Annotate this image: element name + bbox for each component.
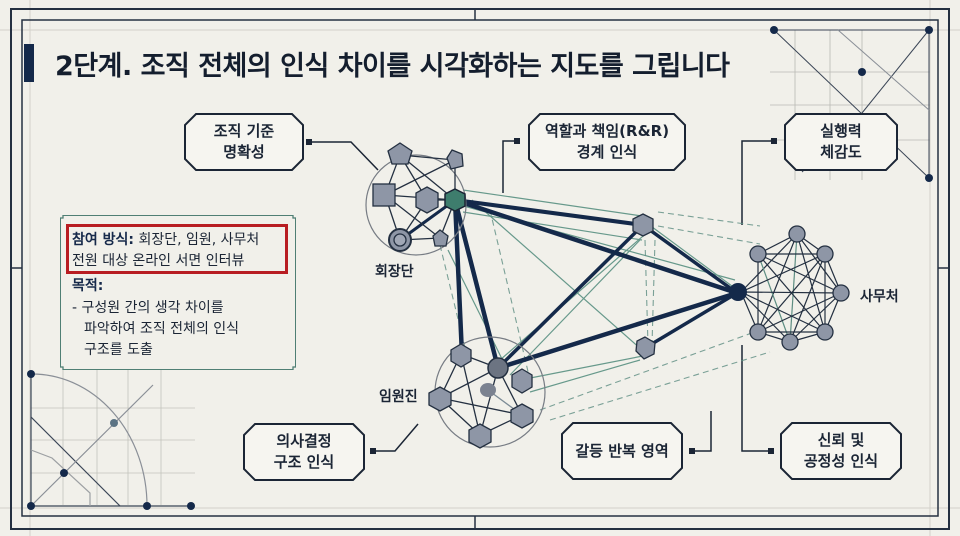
hub-node-secretariat bbox=[729, 283, 747, 301]
purpose-line: 파악하여 조직 전체의 인식 bbox=[84, 321, 240, 337]
purpose-label: 목적: bbox=[72, 278, 104, 294]
title-accent-bar bbox=[24, 44, 34, 82]
callout-text: 조직 기준 명확성 bbox=[213, 122, 275, 161]
method-line-2: 전원 대상 온라인 서면 인터뷰 bbox=[72, 253, 245, 269]
callout-text: 역할과 책임(R&R) 경계 인식 bbox=[544, 122, 670, 161]
callout-text: 의사결정 구조 인식 bbox=[273, 432, 335, 471]
method-line: 참여 방식: 회장단, 임원, 사무처 bbox=[72, 229, 259, 249]
callout-execution: 실행력 체감도 bbox=[784, 113, 898, 171]
callout-text: 실행력 체감도 bbox=[820, 122, 862, 161]
purpose-line: - 구성원 간의 생각 차이를 bbox=[72, 300, 224, 316]
callout-decision-structure: 의사결정 구조 인식 bbox=[243, 423, 365, 481]
callout-conflict: 갈등 반복 영역 bbox=[561, 422, 683, 480]
purpose-line: 구조를 도출 bbox=[84, 342, 153, 358]
method-value: 회장단, 임원, 사무처 bbox=[134, 232, 260, 248]
callout-text: 갈등 반복 영역 bbox=[575, 441, 669, 460]
callout-org-criteria: 조직 기준 명확성 bbox=[184, 113, 304, 171]
hub-node-executives bbox=[487, 357, 509, 379]
label-chairman: 회장단 bbox=[375, 264, 414, 280]
method-label: 참여 방식: bbox=[72, 232, 134, 248]
info-box: 참여 방식: 회장단, 임원, 사무처 전원 대상 온라인 서면 인터뷰 목적:… bbox=[60, 215, 296, 370]
callout-text: 신뢰 및 공정성 인식 bbox=[803, 431, 879, 470]
page-title: 2단계. 조직 전체의 인식 차이를 시각화하는 지도를 그립니다 bbox=[55, 51, 730, 82]
callout-role-responsibility: 역할과 책임(R&R) 경계 인식 bbox=[528, 113, 686, 171]
callout-trust-fairness: 신뢰 및 공정성 인식 bbox=[780, 422, 902, 480]
label-secretariat: 사무처 bbox=[860, 289, 899, 305]
hub-node-chairman bbox=[444, 188, 466, 212]
label-executives: 임원진 bbox=[379, 389, 418, 405]
info-box-frame bbox=[60, 215, 296, 370]
highlight-box bbox=[66, 224, 288, 274]
